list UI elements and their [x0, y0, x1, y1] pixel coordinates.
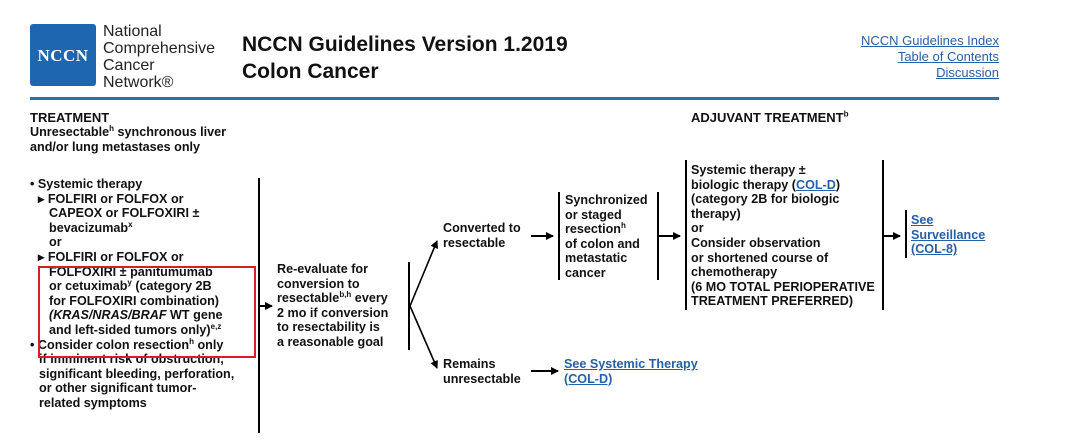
org-line: Network® — [103, 74, 174, 91]
discussion-link[interactable]: Discussion — [936, 65, 999, 80]
remains-text: Remains unresectable — [443, 357, 521, 386]
title-line-2: Colon Cancer — [242, 60, 379, 83]
col-d-link[interactable]: COL-D — [795, 177, 836, 192]
organization-name: National Comprehensive Cancer Network® — [103, 23, 215, 91]
title-line-1: NCCN Guidelines Version 1.2019 — [242, 33, 568, 56]
bracket-line — [882, 160, 884, 310]
logo-text: NCCN — [37, 46, 89, 65]
arrow-to-remains — [409, 305, 438, 369]
treatment-heading: TREATMENT — [30, 110, 110, 125]
top-links: NCCN Guidelines Index Table of Contents … — [861, 33, 999, 81]
adjuvant-heading: ADJUVANT TREATMENTb — [691, 109, 849, 125]
nccn-logo: NCCN — [30, 24, 96, 86]
table-of-contents-link[interactable]: Table of Contents — [897, 49, 999, 64]
header-divider — [30, 97, 999, 100]
guidelines-index-link[interactable]: NCCN Guidelines Index — [860, 33, 999, 48]
bracket-line — [558, 192, 560, 280]
bracket-line — [258, 178, 260, 433]
org-line: Cancer — [103, 57, 155, 74]
see-systemic-therapy-link[interactable]: See Systemic Therapy (COL-D) — [564, 357, 698, 386]
bracket-line — [685, 160, 687, 310]
see-surveillance-link[interactable]: See Surveillance (COL-8) — [911, 213, 986, 257]
converted-text: Converted to resectable — [443, 221, 521, 250]
highlight-box — [38, 266, 256, 358]
reevaluate-text: Re-evaluate for conversion to resectable… — [277, 262, 389, 349]
org-line: Comprehensive — [103, 40, 216, 57]
bracket-line — [905, 210, 907, 258]
arrow-to-converted — [409, 240, 439, 307]
page-title: NCCN Guidelines Version 1.2019 Colon Can… — [242, 31, 568, 85]
bracket-line — [408, 262, 410, 350]
treatment-subheading: Unresectableh synchronous liver and/or l… — [30, 123, 226, 154]
treatment-options: • Systemic therapy ▸ FOLFIRI or FOLFOX o… — [30, 177, 235, 410]
bracket-line — [657, 192, 659, 280]
org-line: National — [103, 23, 162, 40]
adjuvant-text: Systemic therapy ± biologic therapy (COL… — [691, 163, 875, 309]
synchronized-resection-text: Synchronized or staged resectionh of col… — [565, 193, 648, 280]
